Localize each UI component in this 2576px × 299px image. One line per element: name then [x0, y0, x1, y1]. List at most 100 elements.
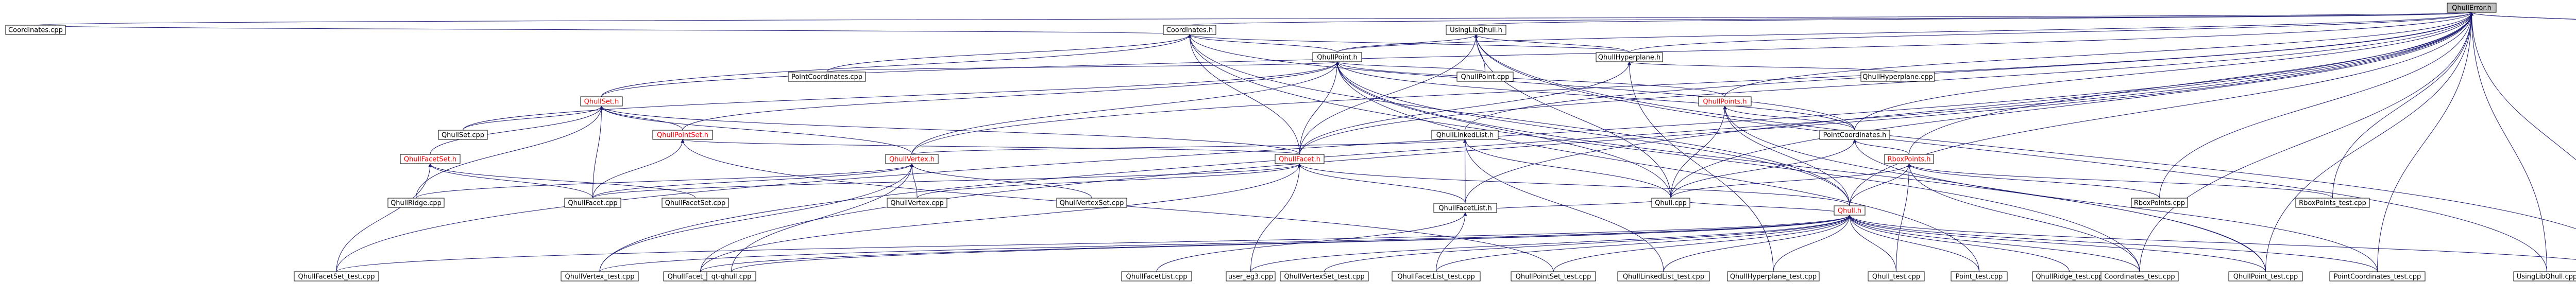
node-qhullset-cpp[interactable]: QhullSet.cpp: [438, 130, 488, 140]
edge-qhullfacetset-h-to-qhullset-h: [430, 105, 603, 155]
node-rboxpoints-cpp[interactable]: RboxPoints.cpp: [2131, 198, 2188, 208]
node-qhullhyperplane-h[interactable]: QhullHyperplane.h: [1596, 52, 1663, 62]
node-qhullfacet-cpp[interactable]: QhullFacet.cpp: [564, 198, 621, 208]
node-label: QhullVertex.h: [889, 156, 935, 164]
node-qhullfacetlist-test-cpp[interactable]: QhullFacetList_test.cpp: [1392, 271, 1481, 282]
node-qhullvertex-test-cpp[interactable]: QhullVertex_test.cpp: [561, 271, 639, 282]
edge-qhullfacet-cpp-to-qhullpointset-h: [592, 139, 685, 199]
node-qhull-test-cpp[interactable]: Qhull_test.cpp: [1868, 271, 1925, 282]
node-root: QhullError.h: [2447, 3, 2497, 13]
node-box: [1433, 203, 1497, 213]
edge-qhullridge-test-cpp-to-qhull-h: [1848, 215, 2070, 272]
node-qhullfacetset-h[interactable]: QhullFacetSet.h: [400, 154, 461, 164]
edge-qhullfacetlist-h-to-qhulllinkedlist-h: [1463, 139, 1467, 204]
edge-qhullpoint-h-to-root: [1337, 12, 2473, 53]
edge-qhullpoint-test-cpp-to-qhull-h: [1848, 215, 2266, 272]
node-qhullpointset-h[interactable]: QhullPointSet.h: [652, 130, 713, 140]
edge-coordinates-test-cpp-to-qhull-h: [1848, 215, 2140, 272]
node-box: [1056, 198, 1127, 208]
node-box: [2100, 271, 2179, 282]
node-qhullset-h[interactable]: QhullSet.h: [580, 96, 623, 107]
node-coordinates-cpp[interactable]: Coordinates.cpp: [5, 25, 66, 35]
node-qhullfacetset-test-cpp[interactable]: QhullFacetSet_test.cpp: [294, 271, 379, 282]
node-qhullfacetset-cpp[interactable]: QhullFacetSet.cpp: [662, 198, 729, 208]
node-qhullpoint-cpp[interactable]: QhullPoint.cpp: [1456, 72, 1514, 82]
node-pointcoordinates-cpp[interactable]: PointCoordinates.cpp: [788, 72, 866, 82]
node-box: [1275, 154, 1325, 164]
node-qhull-cpp[interactable]: Qhull.cpp: [1651, 198, 1690, 208]
node-qhullridge-test-cpp[interactable]: QhullRidge_test.cpp: [2032, 271, 2107, 282]
node-box: [1312, 52, 1362, 62]
edge-qhullvertex-h-to-qhulllinkedlist-h: [911, 139, 1467, 155]
node-qhull-h[interactable]: Qhull.h: [1834, 205, 1866, 216]
node-box: [2447, 3, 2497, 13]
edge-qhullfacetlist-h-to-qhullfacet-h: [1298, 163, 1466, 204]
node-label: QhullFacetSet.h: [404, 156, 456, 164]
node-qhullvertex-h[interactable]: QhullVertex.h: [885, 154, 939, 164]
node-qhullvertexset-cpp[interactable]: QhullVertexSet.cpp: [1056, 198, 1127, 208]
node-qhullridge-cpp[interactable]: QhullRidge.cpp: [387, 198, 445, 208]
node-qhullfacetlist-cpp[interactable]: QhullFacetList.cpp: [1121, 271, 1192, 282]
node-label: QhullRidge_test.cpp: [2036, 273, 2103, 281]
node-qt-qhull-cpp[interactable]: qt-qhull.cpp: [706, 271, 756, 282]
node-user-eg3-cpp[interactable]: user_eg3.cpp: [1226, 271, 1276, 282]
node-qhullfacetlist-h[interactable]: QhullFacetList.h: [1433, 203, 1497, 213]
node-point-test-cpp[interactable]: Point_test.cpp: [1951, 271, 2008, 282]
node-qhullpoint-test-cpp[interactable]: QhullPoint_test.cpp: [2228, 271, 2303, 282]
node-box: [1226, 271, 1276, 282]
node-box: [885, 154, 939, 164]
node-label: UsingLibQhull.h: [1450, 27, 1502, 34]
node-rboxpoints-h[interactable]: RboxPoints.h: [1884, 154, 1934, 164]
node-qhullfacet-h[interactable]: QhullFacet.h: [1275, 154, 1325, 164]
node-label: QhullVertex_test.cpp: [565, 273, 635, 281]
node-box: [1392, 271, 1481, 282]
node-qhullpoint-h[interactable]: QhullPoint.h: [1312, 52, 1362, 62]
node-label: RboxPoints_test.cpp: [2299, 200, 2366, 207]
node-qhullvertex-cpp[interactable]: QhullVertex.cpp: [887, 198, 947, 208]
node-label: Qhull_test.cpp: [1872, 273, 1920, 281]
node-label: Coordinates_test.cpp: [2104, 273, 2175, 281]
node-qhullpoints-h[interactable]: QhullPoints.h: [1698, 96, 1752, 107]
edge-rboxpoints-h-to-root: [1909, 12, 2473, 155]
node-box: [706, 271, 756, 282]
edge-qhullpoint-cpp-to-qhullpoint-h: [1335, 61, 1485, 73]
node-usinglibqhull-cpp[interactable]: UsingLibQhull.cpp: [2513, 271, 2576, 282]
node-box: [387, 198, 445, 208]
node-label: QhullLinkedList.h: [1436, 132, 1494, 139]
edge-qhullvertex-test-cpp-to-qhullvertex-h: [599, 163, 914, 272]
node-qhullvertexset-test-cpp[interactable]: QhullVertexSet_test.cpp: [1280, 271, 1369, 282]
node-pointcoordinates-h[interactable]: PointCoordinates.h: [1819, 130, 1890, 140]
node-label: QhullVertex.cpp: [890, 200, 944, 207]
node-usinglibqhull-h[interactable]: UsingLibQhull.h: [1446, 25, 1506, 35]
edge-qhullpoint-test-cpp-to-qhullpoint-h: [1335, 61, 2266, 272]
node-label: Qhull.h: [1838, 207, 1861, 215]
node-rboxpoints-test-cpp[interactable]: RboxPoints_test.cpp: [2295, 198, 2370, 208]
node-qhullhyperplane-test-cpp[interactable]: QhullHyperplane_test.cpp: [1727, 271, 1820, 282]
node-coordinates-h[interactable]: Coordinates.h: [1163, 25, 1216, 35]
edge-qhullhyperplane-h-to-usinglibqhull-h: [1474, 34, 1630, 53]
edge-pointcoordinates-cpp-to-coordinates-h: [826, 34, 1192, 73]
edge-rboxpoints-test-cpp-to-rboxpoints-h: [1907, 163, 2333, 199]
node-box: [294, 271, 379, 282]
edge-coordinates-cpp-to-root: [35, 12, 2472, 26]
node-qhullhyperplane-cpp[interactable]: QhullHyperplane.cpp: [1860, 72, 1935, 82]
node-label: PointCoordinates_test.cpp: [2334, 273, 2421, 281]
node-label: QhullHyperplane_test.cpp: [1730, 273, 1817, 281]
node-qhulllinkedlist-h[interactable]: QhullLinkedList.h: [1431, 130, 1499, 140]
edge-pointcoordinates-h-to-qhullpoints-h: [1723, 105, 1855, 131]
node-box: [400, 154, 461, 164]
node-coordinates-test-cpp[interactable]: Coordinates_test.cpp: [2100, 271, 2179, 282]
edge-qhullfacet-test-cpp-to-qhull-h: [700, 215, 1852, 272]
node-qhulllinkedlist-test-cpp[interactable]: QhullLinkedList_test.cpp: [1617, 271, 1710, 282]
node-pointcoordinates-test-cpp[interactable]: PointCoordinates_test.cpp: [2329, 271, 2426, 282]
node-qhullpointset-test-cpp[interactable]: QhullPointSet_test.cpp: [1511, 271, 1596, 282]
edge-qhullset-h-to-coordinates-h: [601, 34, 1192, 97]
edge-qhullfacet-h-to-usinglibqhull-h: [1299, 34, 1478, 155]
edge-coordinates-h-to-root: [1189, 12, 2473, 26]
edge-qhullpoint-cpp-to-usinglibqhull-h: [1474, 34, 1485, 73]
node-label: RboxPoints.cpp: [2134, 200, 2185, 207]
edge-user-eg3-cpp-to-qhull-h: [1250, 215, 1852, 272]
node-box: [1456, 72, 1514, 82]
edge-rboxpoints-test-cpp-to-root: [2332, 12, 2473, 199]
edge-pointcoordinates-test-cpp-to-qhull-h: [1848, 215, 2378, 272]
